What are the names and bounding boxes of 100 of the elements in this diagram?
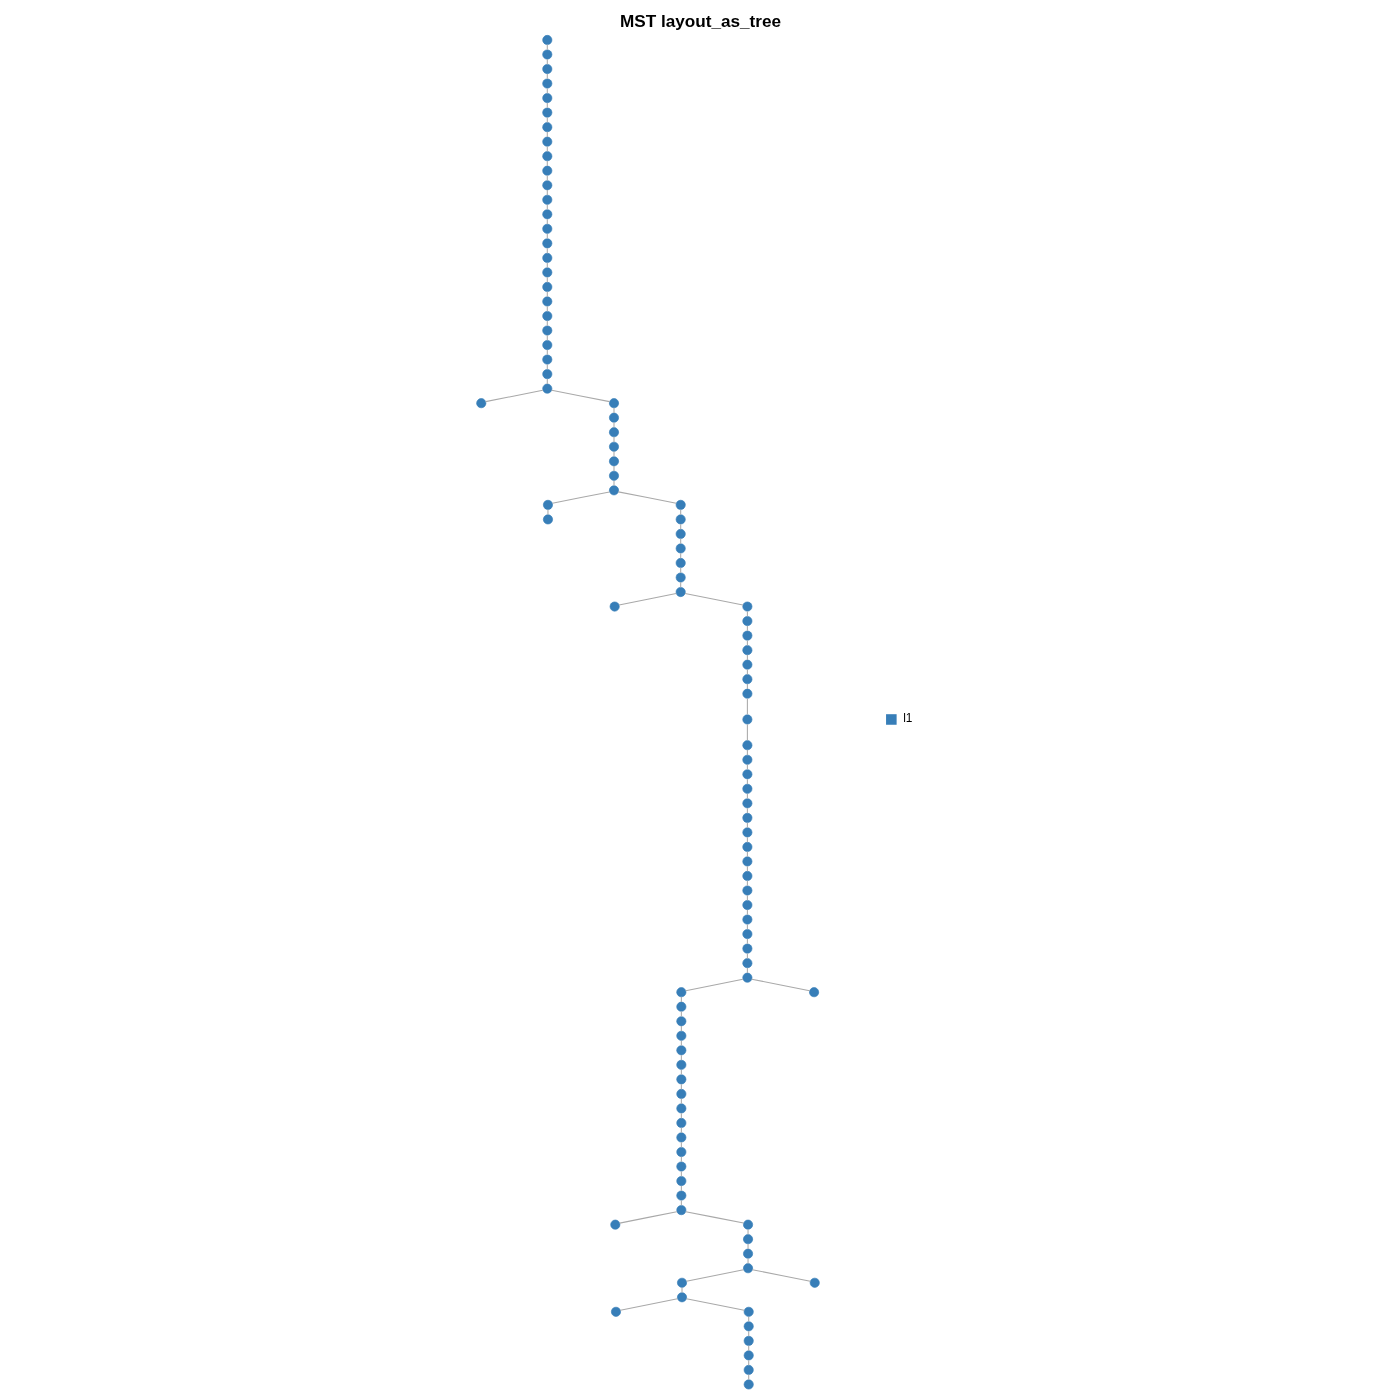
connector bbox=[680, 1069, 682, 1076]
node-circle bbox=[741, 740, 752, 751]
node-circle bbox=[541, 93, 552, 104]
connector bbox=[546, 233, 548, 240]
legend-label: l1 bbox=[902, 711, 912, 726]
node-circle bbox=[675, 1030, 686, 1041]
connector bbox=[746, 654, 748, 661]
node-circle bbox=[675, 1205, 686, 1216]
connector bbox=[679, 567, 681, 574]
node-circle bbox=[675, 1190, 686, 1201]
connector bbox=[546, 73, 548, 80]
connector bbox=[680, 1083, 682, 1090]
diagram-title: MST layout_as_tree bbox=[619, 10, 781, 31]
node-circle bbox=[741, 871, 752, 881]
node-circle bbox=[542, 499, 553, 510]
connector bbox=[546, 204, 548, 211]
node-circle bbox=[743, 1350, 754, 1361]
node-circle bbox=[741, 929, 752, 940]
connector bbox=[747, 1316, 749, 1323]
connector bbox=[679, 581, 681, 588]
node-circle bbox=[541, 282, 552, 292]
node-circle bbox=[742, 1234, 753, 1245]
connector bbox=[618, 1211, 677, 1224]
node-circle bbox=[741, 688, 752, 699]
connector bbox=[680, 1025, 682, 1032]
connector bbox=[679, 509, 681, 516]
connector bbox=[612, 465, 614, 472]
node-circle bbox=[808, 987, 819, 998]
node-circle bbox=[541, 64, 552, 74]
node-circle bbox=[541, 35, 552, 45]
node-circle bbox=[675, 1147, 686, 1157]
connector bbox=[746, 952, 748, 959]
connector bbox=[746, 865, 748, 872]
connector bbox=[746, 880, 748, 887]
node-circle bbox=[675, 558, 686, 568]
connector bbox=[747, 1258, 749, 1264]
node-circle bbox=[541, 180, 552, 191]
connector bbox=[746, 683, 748, 690]
connector bbox=[680, 1098, 682, 1105]
node-circle bbox=[608, 470, 619, 481]
connector bbox=[746, 967, 748, 974]
connector bbox=[746, 749, 748, 756]
connector bbox=[680, 1127, 682, 1134]
connector bbox=[679, 523, 681, 530]
connector bbox=[550, 389, 610, 403]
connector bbox=[751, 1269, 811, 1282]
connector bbox=[746, 938, 748, 945]
node-circle bbox=[610, 1306, 621, 1317]
node-circle bbox=[675, 1001, 686, 1012]
node-circle bbox=[809, 1277, 820, 1288]
node-circle bbox=[741, 659, 752, 670]
connector bbox=[746, 836, 748, 843]
node-circle bbox=[741, 769, 752, 780]
node-circle bbox=[541, 165, 552, 176]
node-circle bbox=[741, 900, 752, 910]
connector bbox=[546, 44, 548, 51]
node-circle bbox=[741, 601, 752, 612]
node-circle bbox=[741, 674, 752, 685]
node-circle bbox=[676, 1277, 687, 1288]
node-circle bbox=[741, 714, 752, 725]
connector bbox=[546, 334, 548, 341]
node-circle bbox=[541, 107, 552, 118]
node-circle bbox=[741, 616, 752, 627]
connector bbox=[546, 218, 548, 225]
connector bbox=[746, 723, 748, 741]
node-circle bbox=[741, 812, 752, 823]
node-circle bbox=[741, 645, 752, 656]
node-circle bbox=[608, 441, 619, 452]
connector bbox=[747, 1374, 749, 1381]
connector bbox=[747, 1228, 749, 1235]
node-circle bbox=[742, 1219, 753, 1230]
node-circle bbox=[541, 223, 552, 234]
node-circle bbox=[541, 151, 552, 162]
node-circle bbox=[541, 369, 552, 380]
node-circle bbox=[608, 412, 619, 423]
connector bbox=[546, 276, 548, 283]
node-circle bbox=[675, 499, 686, 510]
connector bbox=[546, 291, 548, 298]
node-circle bbox=[741, 972, 752, 983]
node-circle bbox=[742, 1248, 753, 1259]
connector bbox=[746, 807, 748, 814]
connector bbox=[746, 697, 748, 716]
node-circle bbox=[675, 1161, 686, 1172]
connector bbox=[746, 923, 748, 930]
connector bbox=[750, 978, 810, 992]
connector bbox=[680, 1170, 682, 1177]
node-circle bbox=[741, 914, 752, 925]
node-circle bbox=[541, 311, 552, 321]
connector bbox=[619, 1298, 678, 1311]
connector bbox=[680, 1199, 682, 1206]
node-circle bbox=[541, 296, 552, 307]
connector bbox=[546, 87, 548, 94]
connector bbox=[746, 778, 748, 785]
connector bbox=[685, 1269, 744, 1282]
node-circle bbox=[675, 572, 686, 583]
connector bbox=[618, 593, 677, 606]
node-circle bbox=[675, 1132, 686, 1143]
node-circle bbox=[675, 1103, 686, 1114]
node-circle bbox=[675, 987, 686, 998]
node-circle bbox=[742, 1263, 753, 1274]
